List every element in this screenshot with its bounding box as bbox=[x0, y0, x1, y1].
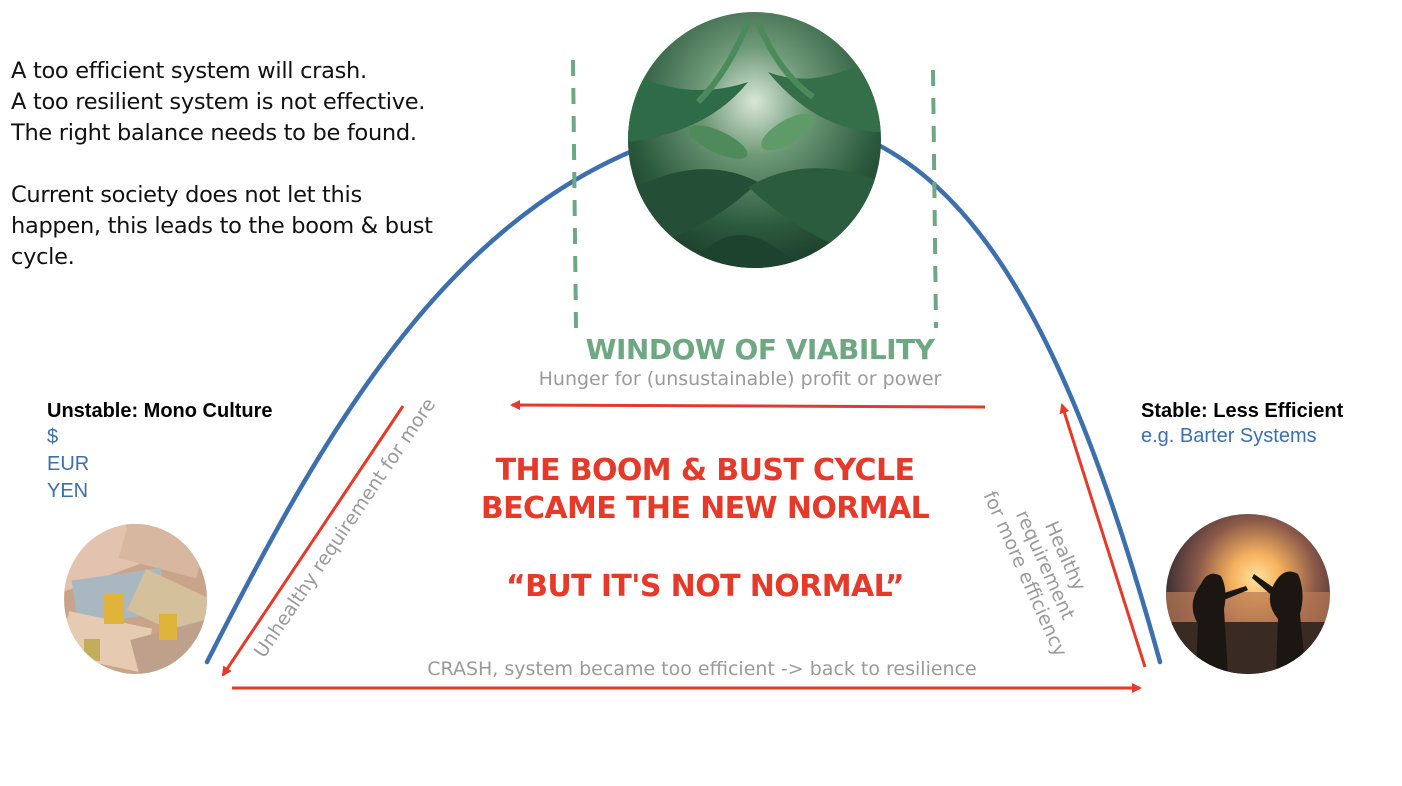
currency-item: YEN bbox=[47, 480, 89, 502]
intro-line: The right balance needs to be found. bbox=[11, 120, 417, 146]
headline-line: BECAME THE NEW NORMAL bbox=[480, 491, 930, 526]
stable-block: Stable: Less Efficient e.g. Barter Syste… bbox=[1141, 400, 1343, 450]
not-normal-quote: “BUT IT'S NOT NORMAL” bbox=[505, 569, 905, 604]
intro-line: cycle. bbox=[11, 244, 75, 270]
currency-item: $ bbox=[47, 426, 59, 448]
unstable-block: Unstable: Mono Culture $ EUR YEN bbox=[47, 400, 273, 505]
unhealthy-arrow bbox=[221, 405, 405, 677]
hunger-label: Hunger for (unsustainable) profit or pow… bbox=[538, 368, 942, 390]
intro-line: A too resilient system is not effective. bbox=[11, 89, 426, 115]
boom-bust-headline: THE BOOM & BUST CYCLE BECAME THE NEW NOR… bbox=[420, 452, 990, 528]
crash-label: CRASH, system became too efficient -> ba… bbox=[427, 658, 977, 680]
currency-item: EUR bbox=[47, 453, 90, 475]
headline-line: THE BOOM & BUST CYCLE bbox=[495, 453, 915, 488]
unstable-title: Unstable: Mono Culture bbox=[47, 400, 273, 422]
healthy-arrow bbox=[1059, 403, 1147, 668]
jungle-photo bbox=[628, 12, 881, 268]
stable-title: Stable: Less Efficient bbox=[1141, 400, 1344, 422]
intro-line: A too efficient system will crash. bbox=[11, 58, 367, 84]
beach-sunset-people-photo bbox=[1166, 514, 1330, 674]
stable-subtitle: e.g. Barter Systems bbox=[1141, 425, 1317, 447]
window-right-boundary bbox=[931, 69, 938, 329]
window-of-viability-label: WINDOW OF VIABILITY bbox=[585, 333, 935, 366]
intro-line: Current society does not let this bbox=[11, 182, 362, 208]
window-left-boundary bbox=[571, 59, 578, 329]
euro-banknotes-photo bbox=[64, 524, 207, 674]
hunger-arrow bbox=[510, 400, 986, 411]
intro-text: A too efficient system will crash. A too… bbox=[11, 56, 451, 273]
intro-line: happen, this leads to the boom & bust bbox=[11, 213, 433, 239]
